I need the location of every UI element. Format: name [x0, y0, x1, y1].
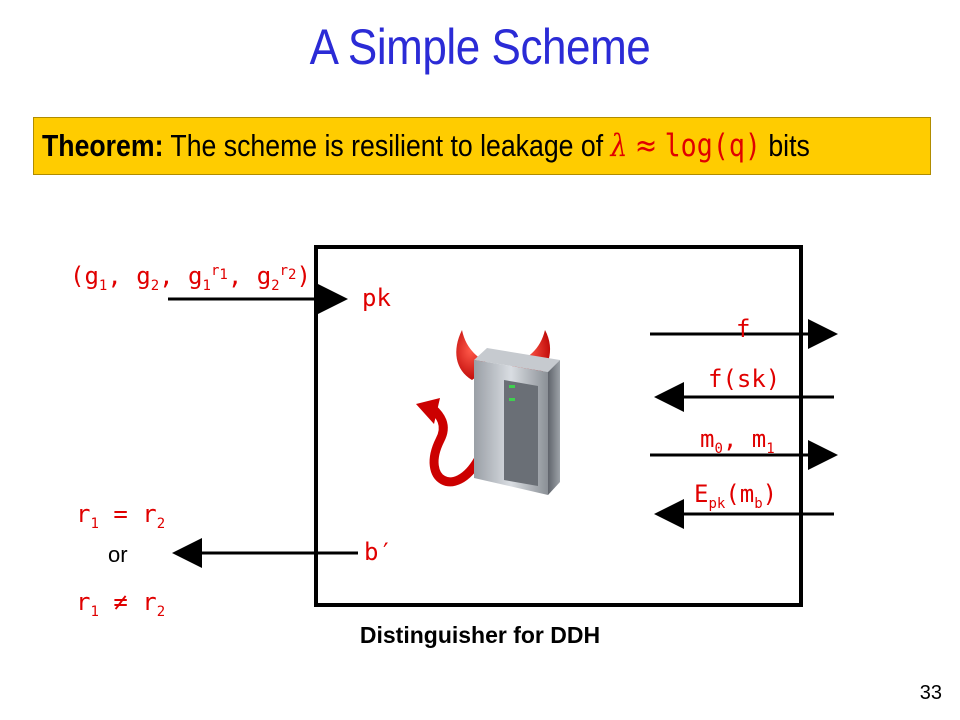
bprime-label: b′: [364, 538, 393, 566]
theorem-statement: Theorem: The scheme is resilient to leak…: [42, 128, 810, 164]
input-tuple: (g1, g2, g1r1, g2r2): [70, 262, 311, 294]
unequal-case-label: r1 ≠ r2: [76, 588, 166, 620]
f-label: f: [736, 315, 751, 343]
pk-label: pk: [362, 284, 391, 312]
distinguisher-box: [314, 245, 803, 607]
messages-label: m0, m1: [700, 425, 775, 457]
lambda-symbol: λ: [610, 128, 628, 164]
distinguisher-caption: Distinguisher for DDH: [359, 622, 601, 648]
page-number: 33: [919, 682, 942, 704]
theorem-text: The scheme is resilient to leakage of: [170, 128, 604, 163]
slide-title: A Simple Scheme: [309, 19, 651, 75]
fsk-label: f(sk): [708, 365, 781, 393]
log-q: log(q): [664, 128, 761, 164]
theorem-label: Theorem:: [42, 128, 164, 163]
theorem-suffix: bits: [768, 128, 810, 163]
ciphertext-label: Epk(mb): [694, 480, 778, 512]
devil-server-icon: [416, 330, 560, 495]
theorem-banner: Theorem: The scheme is resilient to leak…: [33, 117, 931, 175]
or-label: or: [108, 542, 128, 567]
approx-symbol: ≈: [634, 128, 658, 164]
equal-case-label: r1 = r2: [76, 500, 166, 532]
